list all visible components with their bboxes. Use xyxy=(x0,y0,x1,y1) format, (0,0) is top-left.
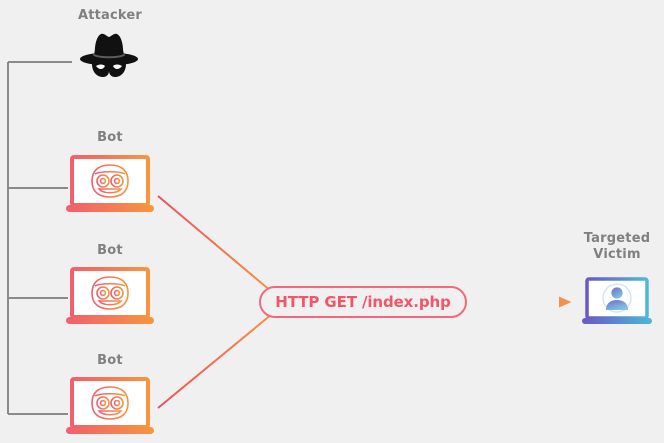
attacker-label: Attacker xyxy=(77,8,143,23)
bot-laptop-icon xyxy=(66,267,154,324)
victim-node[interactable] xyxy=(581,276,653,328)
control-bus xyxy=(7,61,72,415)
bot-node-3[interactable] xyxy=(64,375,156,439)
attack-flow-lines xyxy=(154,195,273,409)
bot-laptop-icon xyxy=(66,155,154,212)
bot-node-1[interactable] xyxy=(64,153,156,217)
victim-label: Targeted Victim xyxy=(583,231,651,262)
attacker-node[interactable] xyxy=(70,28,148,88)
flow-bot-3 xyxy=(157,313,273,409)
bot-node-2[interactable] xyxy=(64,265,156,329)
bot-2-label: Bot xyxy=(97,243,123,258)
bot-3-label: Bot xyxy=(97,353,123,368)
flow-bot-1 xyxy=(157,195,273,293)
http-request-badge[interactable]: HTTP GET /index.php xyxy=(259,286,467,318)
hacker-hat-icon xyxy=(80,33,138,77)
bot-1-label: Bot xyxy=(97,130,123,145)
bot-laptop-icon xyxy=(66,377,154,434)
http-request-label: HTTP GET /index.php xyxy=(275,293,451,311)
victim-laptop-icon xyxy=(582,277,652,324)
